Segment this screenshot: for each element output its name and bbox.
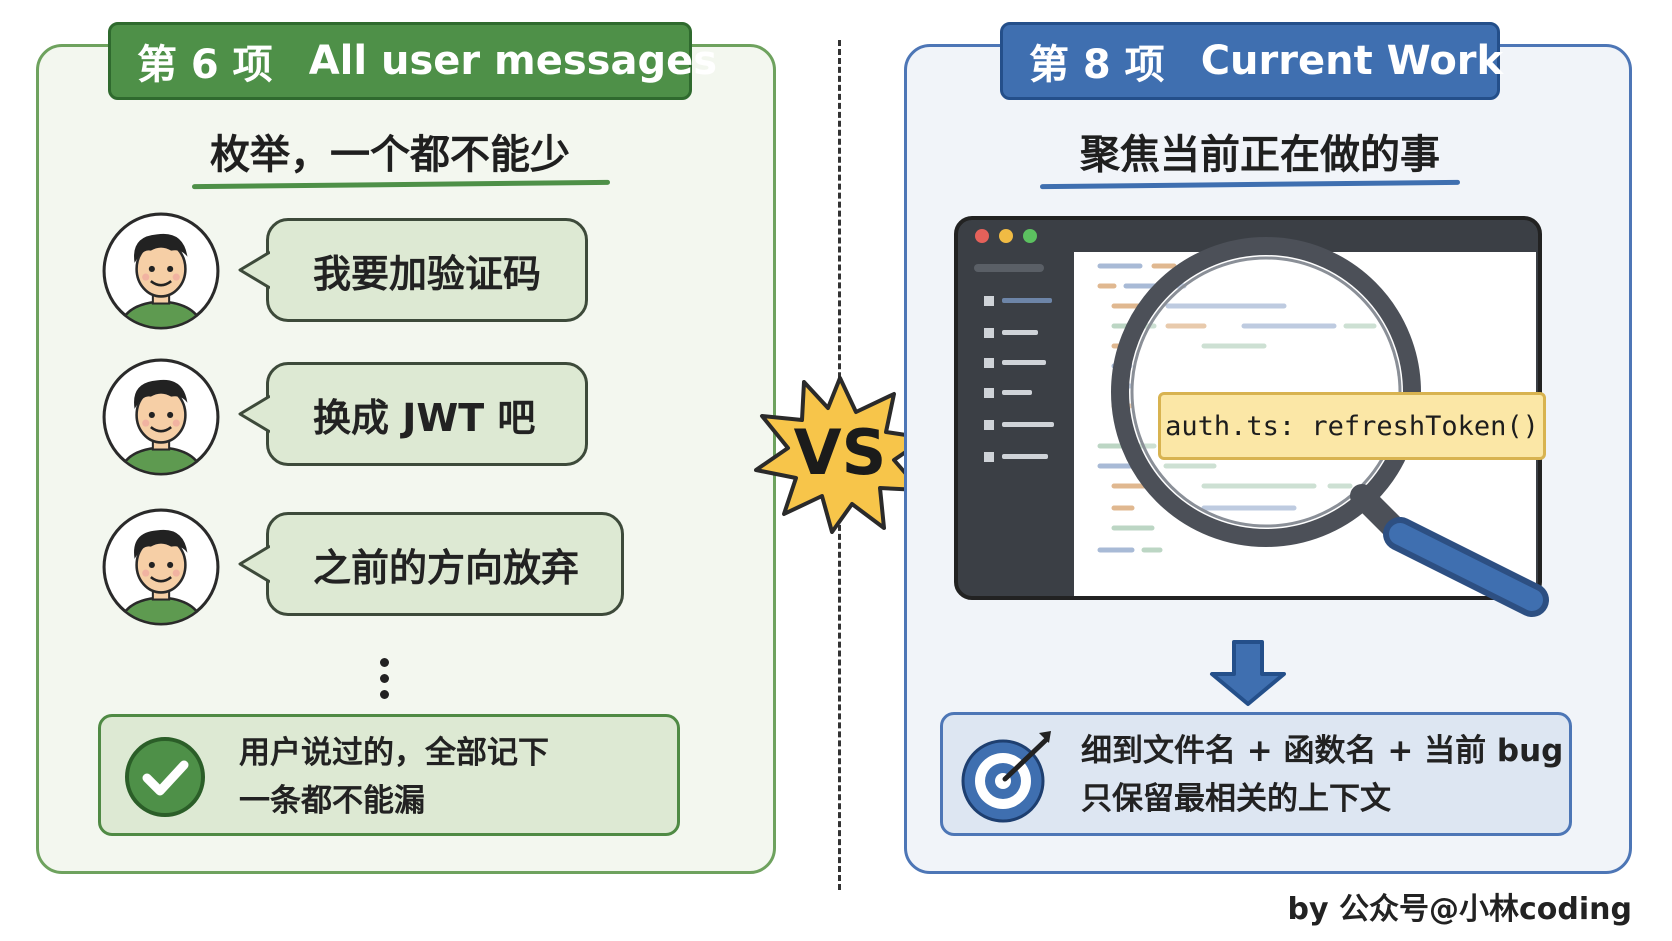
bubble-tail (238, 250, 270, 290)
vs-text: VS (793, 416, 887, 489)
left-summary-line2: 一条都不能漏 (239, 783, 425, 819)
left-subtitle: 枚举，一个都不能少 (210, 132, 570, 178)
message-bubble: 之前的方向放弃 (266, 512, 624, 616)
bubble-tail (238, 544, 270, 584)
left-tab-number: 第 6 项 (137, 42, 273, 88)
bubble-tail (238, 394, 270, 434)
message-text: 换成 JWT 吧 (313, 395, 536, 440)
message-bubble: 换成 JWT 吧 (266, 362, 588, 466)
message-text: 之前的方向放弃 (313, 545, 580, 590)
user-avatar-icon (102, 358, 220, 476)
vs-badge: VS (748, 372, 932, 534)
target-icon (961, 731, 1051, 823)
left-summary-box: 用户说过的，全部记下 一条都不能漏 (98, 714, 680, 836)
right-tab-title: Current Work (1200, 38, 1504, 84)
left-tab-title: All user messages (308, 38, 718, 84)
down-arrow-icon (1210, 640, 1286, 706)
right-summary-line2: 只保留最相关的上下文 (1081, 781, 1391, 817)
burst-icon (754, 376, 928, 534)
right-summary-box: 细到文件名 + 函数名 + 当前 bug 只保留最相关的上下文 (940, 712, 1572, 836)
footer-credit: by 公众号@小林coding (1287, 892, 1632, 927)
left-summary-line1: 用户说过的，全部记下 (239, 735, 549, 771)
user-avatar-icon (102, 212, 220, 330)
right-tab-number: 第 8 项 (1029, 42, 1165, 88)
right-tab: 第 8 项 Current Work (1000, 22, 1504, 100)
checkmark-icon (125, 737, 205, 817)
message-text: 我要加验证码 (313, 251, 542, 296)
current-work-callout: auth.ts: refreshToken() (1158, 392, 1546, 460)
user-avatar-icon (102, 508, 220, 626)
more-ellipsis (380, 658, 390, 706)
message-bubble: 我要加验证码 (266, 218, 588, 322)
right-summary-line1: 细到文件名 + 函数名 + 当前 bug (1081, 733, 1564, 769)
left-tab: 第 6 项 All user messages (108, 22, 717, 100)
right-subtitle: 聚焦当前正在做的事 (1080, 132, 1440, 178)
